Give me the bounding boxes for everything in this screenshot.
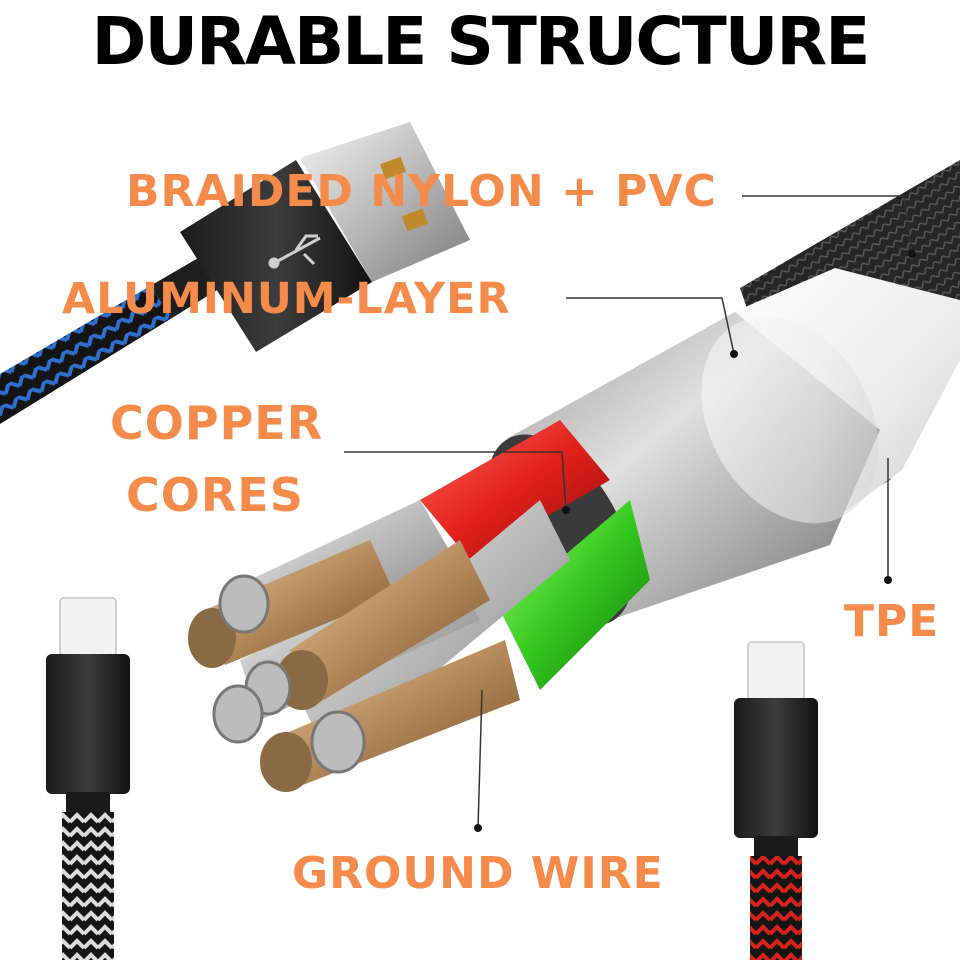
ground-wire-label: GROUND WIRE [292,848,664,899]
lightning-plug-left [46,597,130,960]
braided-nylon-label: BRAIDED NYLON + PVC [126,166,717,217]
copper-cores-label-line1: COPPER [110,396,324,450]
callout-lines [344,195,913,829]
copper-cores-label-line2: CORES [126,468,304,522]
tpe-label: TPE [844,596,940,647]
strand-ends [188,574,366,792]
usb-a-plug [0,122,470,424]
lightning-plug-right [734,641,818,960]
callout-dots [474,250,916,832]
cable-cross-section [188,160,960,792]
usb-icon [268,234,321,269]
page-title: DURABLE STRUCTURE [91,3,871,80]
aluminum-layer-label: ALUMINUM-LAYER [62,274,511,324]
